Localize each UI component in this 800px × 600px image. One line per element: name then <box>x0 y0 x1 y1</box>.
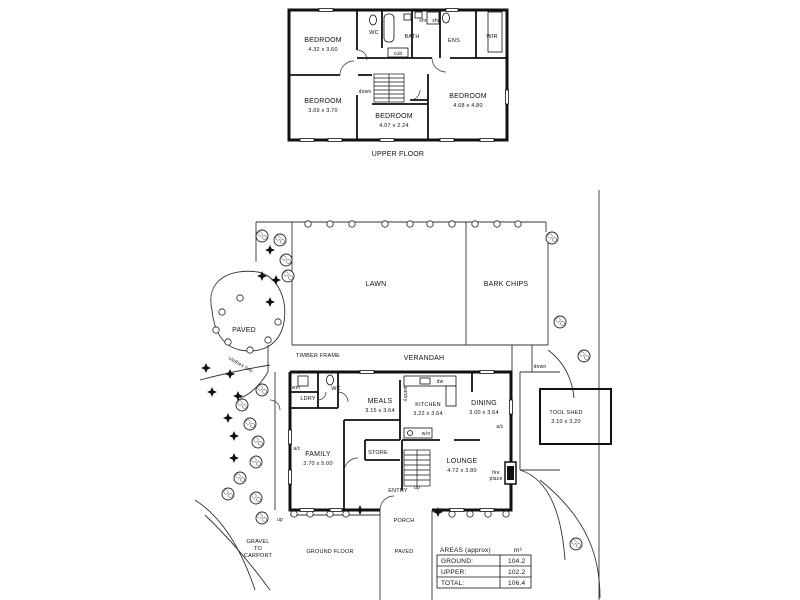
dining-ac-label: a/c <box>496 424 504 430</box>
gravel-label-3: CARPORT <box>244 553 273 559</box>
dining-label: DINING <box>471 400 497 407</box>
upper-stairs-down-label: down <box>359 89 372 95</box>
fireplace-label-2: place <box>490 476 503 482</box>
tool-shed-label: TOOL SHED <box>549 410 582 416</box>
wall-oven-label: w/o <box>422 431 430 437</box>
upper-bedroom-1-size: 4.32 x 3.60 <box>308 47 337 53</box>
areas-header: AREAS (approx) <box>440 547 491 554</box>
upper-shr-label-1: shr <box>419 18 427 24</box>
upper-bath-label: BATH <box>404 34 419 40</box>
entry-label: ENTRY <box>388 488 408 494</box>
upper-bedroom-1-label: BEDROOM <box>304 37 342 44</box>
family-size: 3.70 x 5.00 <box>303 461 332 467</box>
area-row-upper-value: 102.2 <box>508 569 525 576</box>
area-row-total-label: TOTAL: <box>441 580 464 587</box>
upper-bedroom-2-size: 3.69 x 3.70 <box>308 108 337 114</box>
stairs-up-label: up <box>414 485 420 491</box>
upper-bedroom-2-label: BEDROOM <box>304 98 342 105</box>
ground-floor-plan: LDRY WC wm MEALS 3.15 x 3.64 KITCHEN 3.2… <box>269 370 517 555</box>
paved-area-label: PAVED <box>232 327 256 334</box>
kitchen-size: 3.22 x 3.64 <box>413 411 442 417</box>
upper-bedroom-4-size: 4.68 x 4.80 <box>453 103 482 109</box>
verandah-label: VERANDAH <box>404 355 445 362</box>
upper-bedroom-3-label: BEDROOM <box>375 113 413 120</box>
upper-floor-title: UPPER FLOOR <box>372 151 424 158</box>
pantry-label: pantry <box>402 386 408 401</box>
laundry-label: LDRY <box>300 396 316 402</box>
meals-label: MEALS <box>368 398 393 405</box>
area-row-total-value: 106.4 <box>508 580 525 587</box>
tool-shed-size: 3.10 x 3.20 <box>551 419 580 425</box>
upper-bedroom-4-label: BEDROOM <box>449 93 487 100</box>
timber-frame-label: TIMBER FRAME <box>296 353 340 359</box>
family-label: FAMILY <box>305 451 331 458</box>
washing-machine-label: wm <box>292 385 300 391</box>
porch-label: PORCH <box>394 518 415 524</box>
upper-wc-label: WC <box>369 30 379 36</box>
area-row-ground-label: GROUND: <box>441 558 473 565</box>
upper-floor-plan: BEDROOM 4.32 x 3.60 BEDROOM 3.69 x 3.70 … <box>287 8 509 158</box>
upper-ens-label: ENS <box>448 38 460 44</box>
gravel-label-1: GRAVEL <box>246 539 269 545</box>
upper-bedroom-3-size: 4.07 x 2.24 <box>379 123 408 129</box>
lawn-label: LAWN <box>366 281 387 288</box>
areas-table: AREAS (approx) m² GROUND: 104.2 UPPER: 1… <box>436 547 532 589</box>
gravel-label-2: TO <box>254 546 262 552</box>
area-row-ground-value: 104.2 <box>508 558 525 565</box>
meals-size: 3.15 x 3.64 <box>365 408 394 414</box>
upper-shr-label-2: shr <box>432 18 440 24</box>
kitchen-label: KITCHEN <box>415 402 441 408</box>
ground-floor-title: GROUND FLOOR <box>306 549 353 555</box>
side-down-label: down <box>534 364 547 370</box>
store-label: STORE <box>368 450 388 456</box>
site-plan: LAWN BARK CHIPS PAVED clothes line TIMBE… <box>194 190 612 600</box>
fireplace-label-1: fire <box>492 470 500 476</box>
bark-chips-label: BARK CHIPS <box>484 281 529 288</box>
upper-wir-label: WIR <box>486 34 497 40</box>
family-ac-label: a/c <box>293 446 301 452</box>
lounge-label: LOUNGE <box>447 458 478 465</box>
dishwasher-label: dw <box>437 379 444 385</box>
dining-size: 3.00 x 3.64 <box>469 410 498 416</box>
upper-cub-label: cub <box>394 51 403 57</box>
lounge-size: 4.72 x 3.80 <box>447 468 476 474</box>
area-row-upper-label: UPPER: <box>441 569 466 576</box>
areas-unit: m² <box>514 547 523 554</box>
front-paved-label: PAVED <box>395 549 414 555</box>
ground-wc-label: WC <box>331 386 341 392</box>
side-up-label: up <box>277 517 283 523</box>
